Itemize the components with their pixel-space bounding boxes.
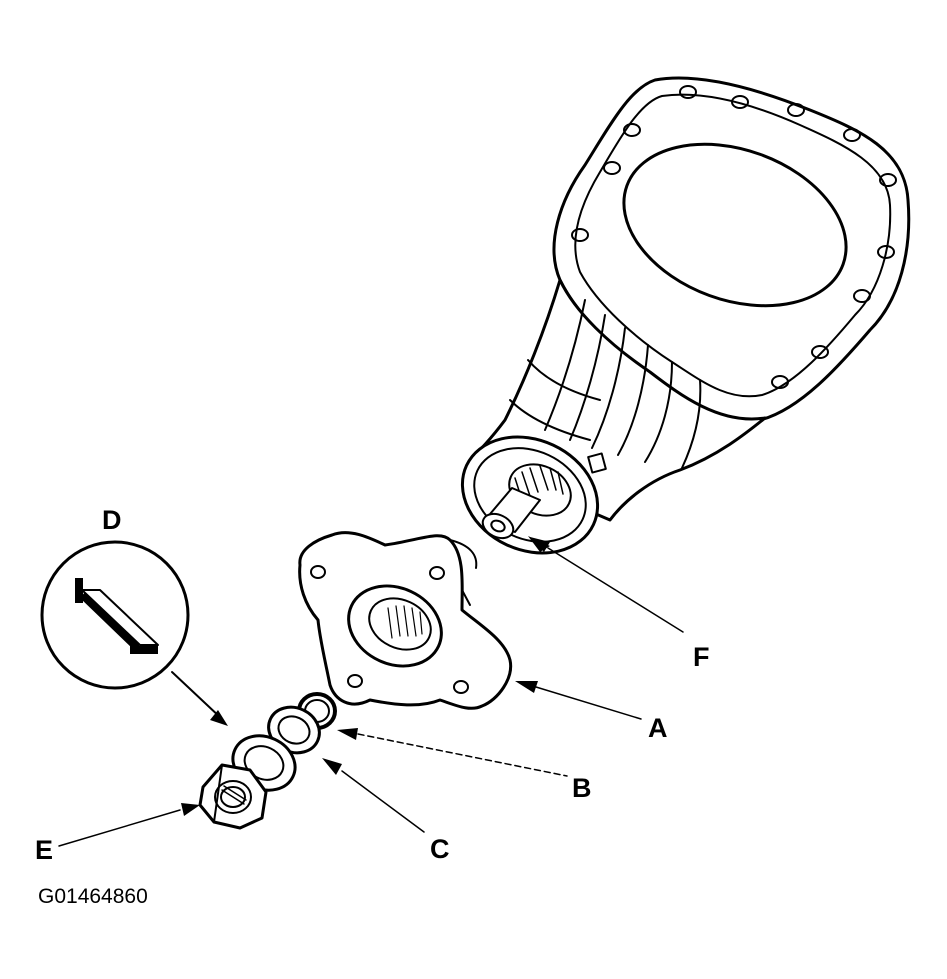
callout-a: A (648, 713, 668, 743)
flange-bolt-holes (571, 85, 897, 389)
callout-e: E (35, 835, 53, 865)
companion-flange (298, 531, 513, 710)
callout-f: F (693, 642, 710, 672)
callout-b: B (572, 773, 592, 803)
callout-c: C (430, 834, 450, 864)
figure-id: G01464860 (38, 885, 148, 908)
leader-lines (58, 537, 684, 847)
output-shaft (481, 463, 572, 540)
lock-nut-e (198, 763, 268, 830)
callout-d: D (102, 505, 122, 535)
transfer-case-housing (460, 76, 911, 555)
detail-d (40, 540, 190, 690)
